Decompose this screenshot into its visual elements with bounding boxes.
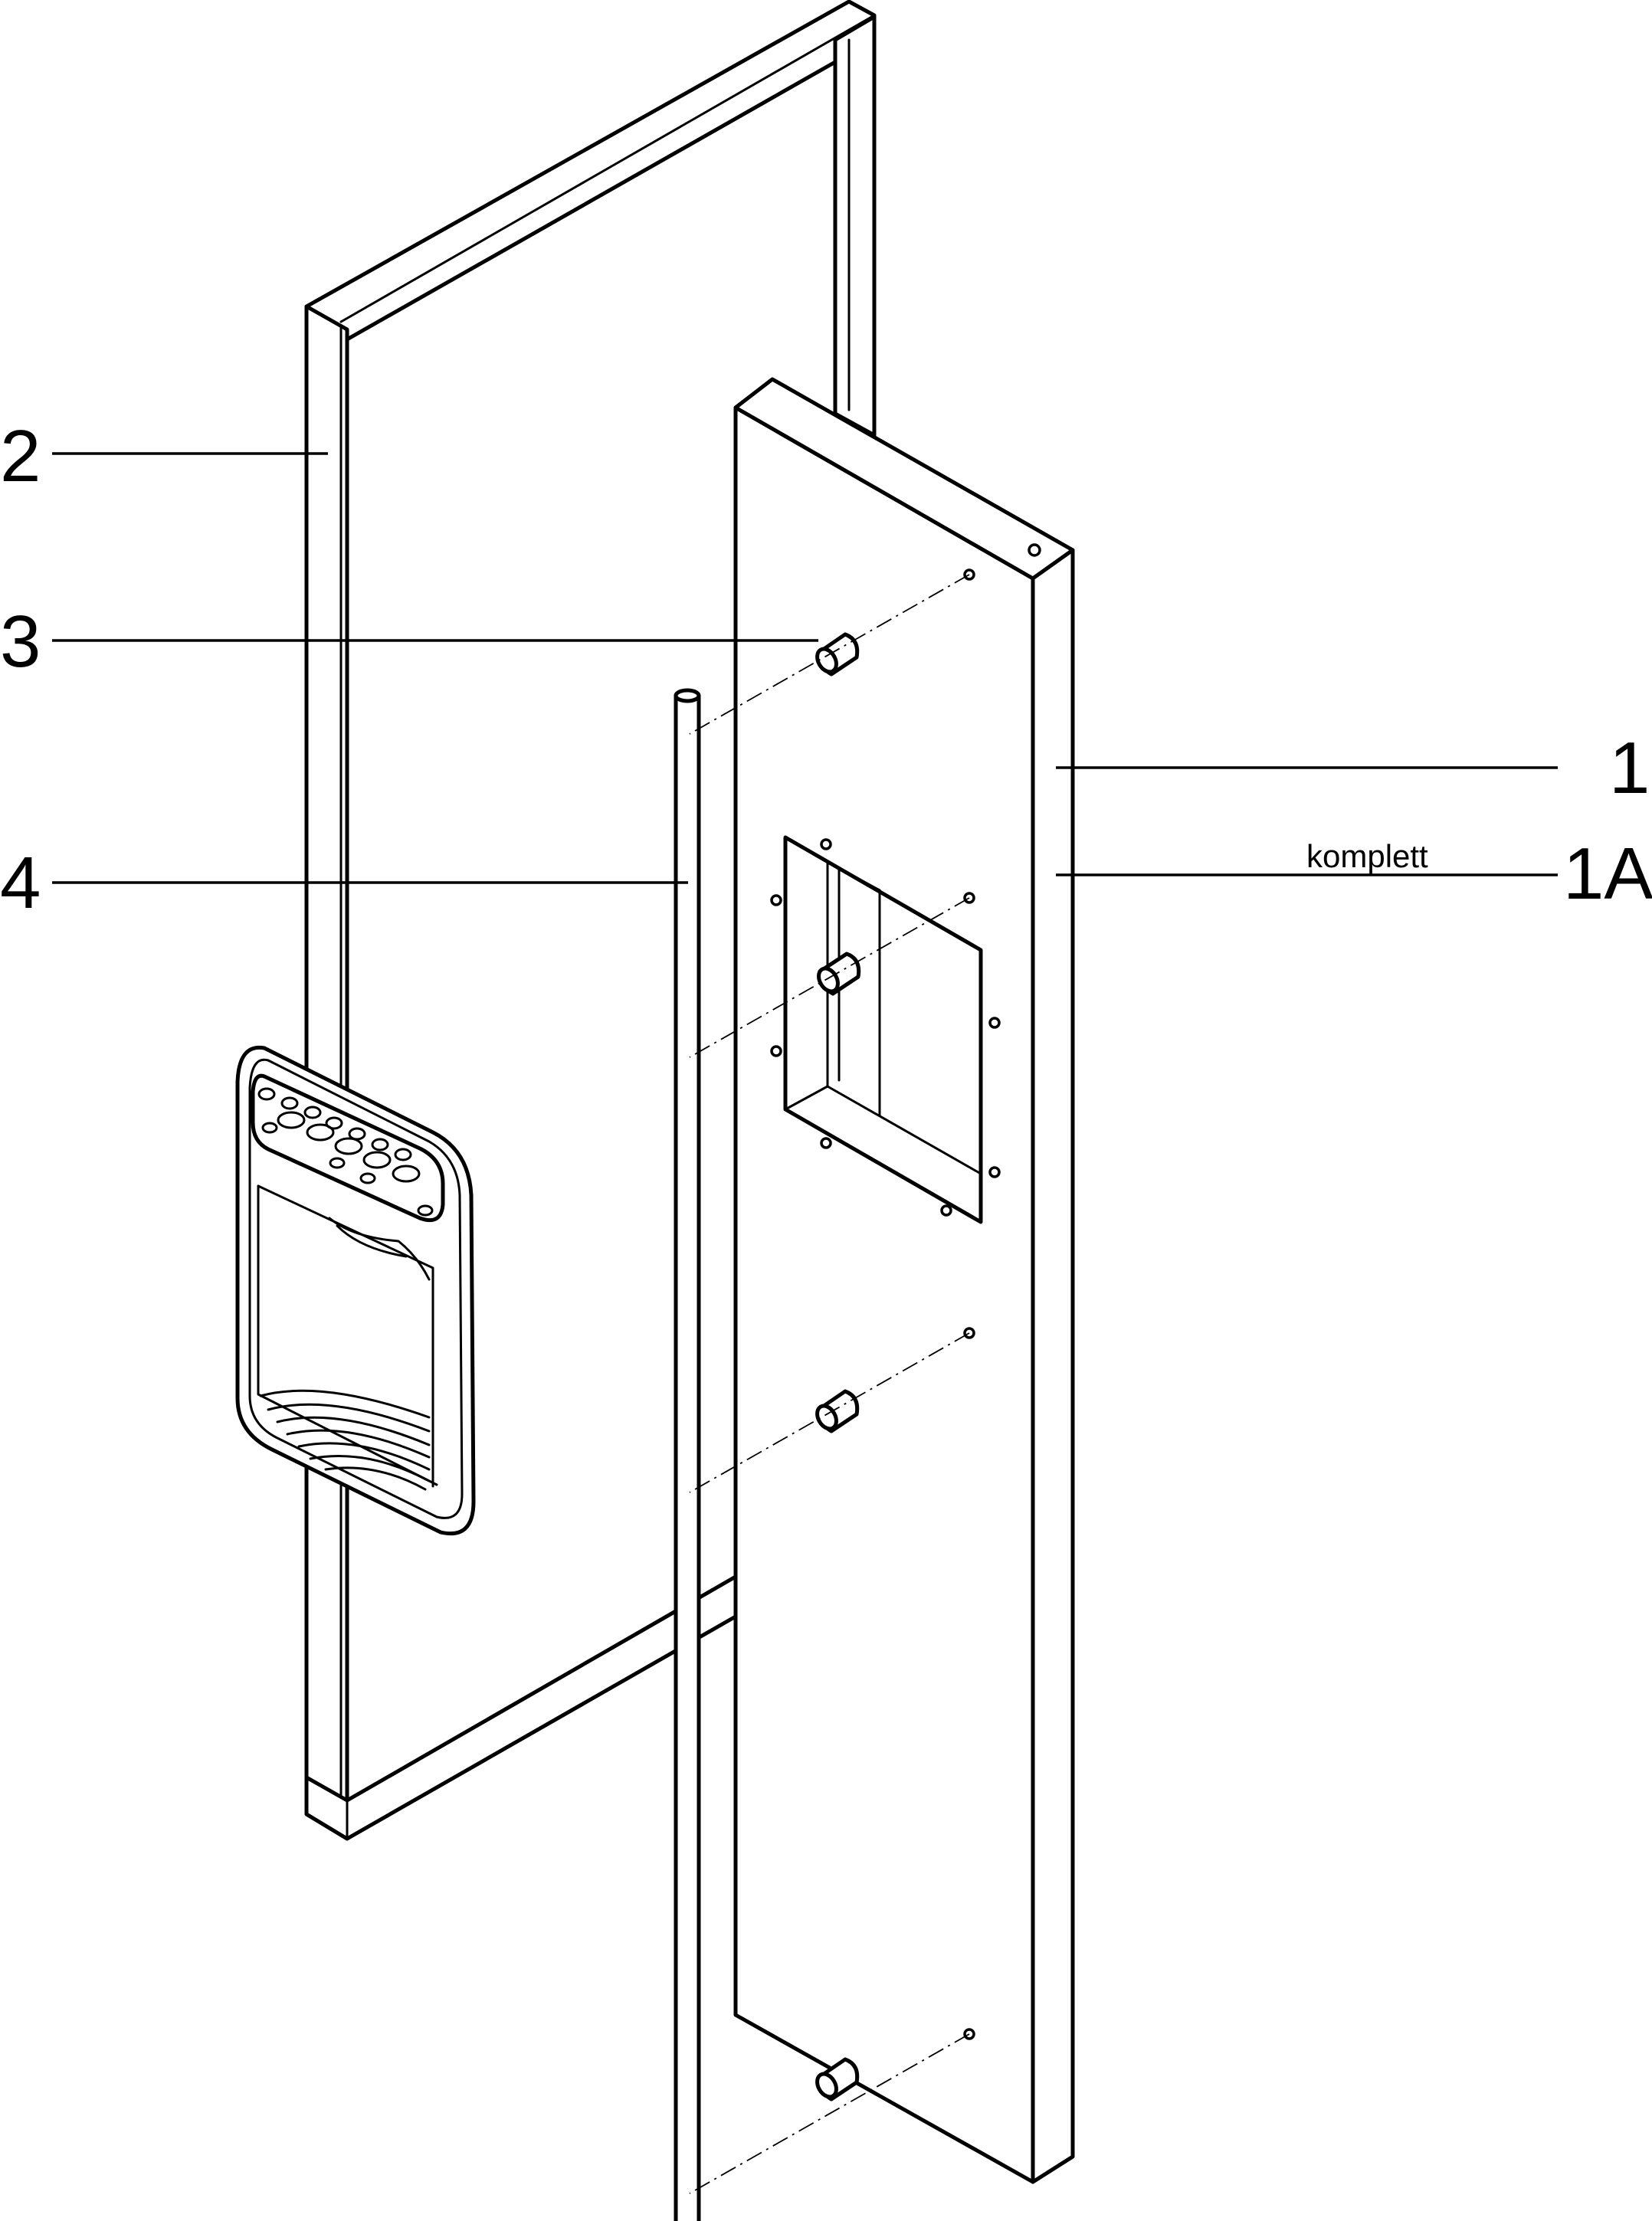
assembly-centerlines [689, 574, 970, 2194]
callout-part-1a: 1A [1563, 833, 1652, 915]
door-panel-part-1 [733, 377, 1075, 2184]
hinge-bush [815, 2057, 860, 2101]
control-buttons [257, 1087, 434, 1217]
rod-part-4 [674, 688, 701, 2221]
callout-part-4: 4 [0, 842, 41, 924]
callout-part-3: 3 [0, 601, 41, 683]
hinge-bush [815, 632, 860, 676]
note-komplett: komplett [1306, 838, 1428, 874]
leader-lines [52, 452, 1558, 884]
dispenser-cover [235, 1045, 476, 1536]
callout-part-1: 1 [1609, 727, 1650, 809]
callout-part-2: 2 [0, 415, 41, 497]
hinge-bush [817, 952, 861, 996]
drip-tray [259, 1389, 431, 1491]
